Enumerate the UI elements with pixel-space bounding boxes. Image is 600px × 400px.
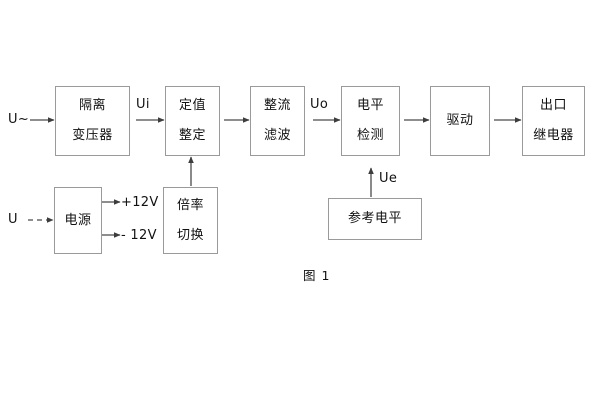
block-multiplier-switch: 倍率切换 [163, 187, 218, 254]
label-rail-negative: - 12V [121, 228, 157, 243]
label-signal-uo: Uo [310, 97, 329, 112]
block-label: 电平 [356, 98, 384, 114]
block-label: 继电器 [533, 128, 574, 143]
block-label: 隔离 [78, 98, 106, 114]
block-label: 电源 [64, 212, 92, 228]
block-label: 倍率 [176, 197, 204, 213]
block-label: 参考电平 [347, 211, 402, 227]
block-label: 驱动 [446, 113, 474, 129]
label-signal-ui: Ui [136, 97, 150, 112]
block-label: 整流 [263, 98, 291, 114]
block-power-supply: 电源 [54, 187, 102, 254]
block-label: 变压器 [72, 128, 113, 143]
block-label: 整定 [178, 128, 206, 143]
block-label: 滤波 [263, 128, 291, 143]
block-label: 检测 [356, 128, 384, 143]
block-output-relay: 出口继电器 [522, 86, 585, 156]
block-label: 定值 [178, 98, 206, 114]
label-input-ac: U~ [8, 112, 30, 127]
figure-caption: 图 1 [303, 268, 331, 283]
block-reference-level: 参考电平 [328, 198, 422, 240]
block-level-detection: 电平检测 [341, 86, 400, 156]
label-input-dc: U [8, 212, 18, 227]
block-setpoint-setting: 定值整定 [165, 86, 220, 156]
label-signal-ue: Ue [379, 171, 398, 186]
block-drive: 驱动 [430, 86, 490, 156]
block-label: 切换 [176, 227, 204, 243]
block-label: 出口 [539, 98, 567, 114]
label-rail-positive: +12V [121, 195, 159, 210]
block-rectify-filter: 整流滤波 [250, 86, 305, 156]
block-isolation-transformer: 隔离变压器 [55, 86, 130, 156]
